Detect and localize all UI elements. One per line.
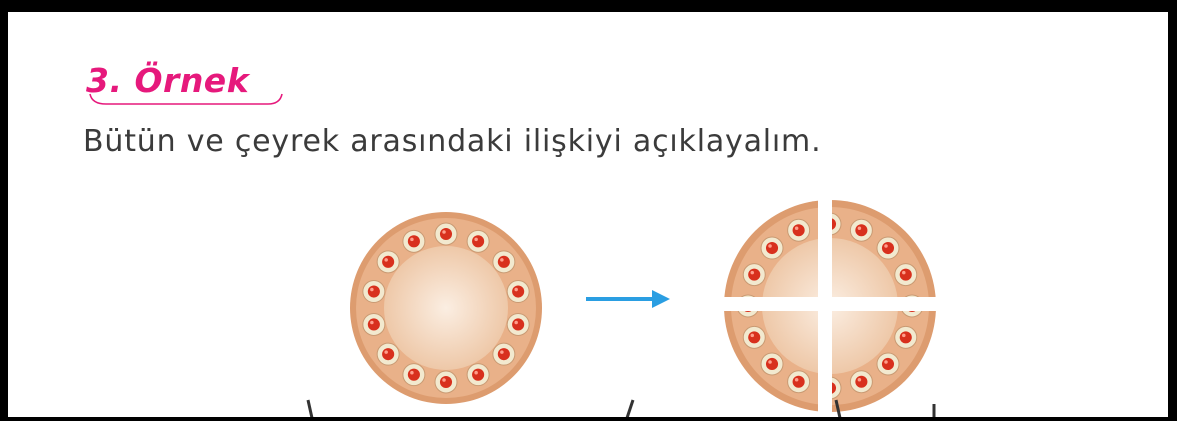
- example-heading-block: 3. Örnek: [86, 64, 249, 97]
- page-frame: 3. Örnek Bütün ve çeyrek arasındaki iliş…: [8, 12, 1168, 417]
- whole-pizza-image: [346, 208, 546, 408]
- cropped-labels: [288, 398, 938, 417]
- quartered-pizza-image: [720, 194, 940, 417]
- horizontal-cut: [720, 297, 940, 311]
- right-arrow-icon: [584, 287, 674, 311]
- instruction-text: Bütün ve çeyrek arasındaki ilişkiyi açık…: [83, 124, 821, 159]
- heading-underline: [86, 92, 286, 108]
